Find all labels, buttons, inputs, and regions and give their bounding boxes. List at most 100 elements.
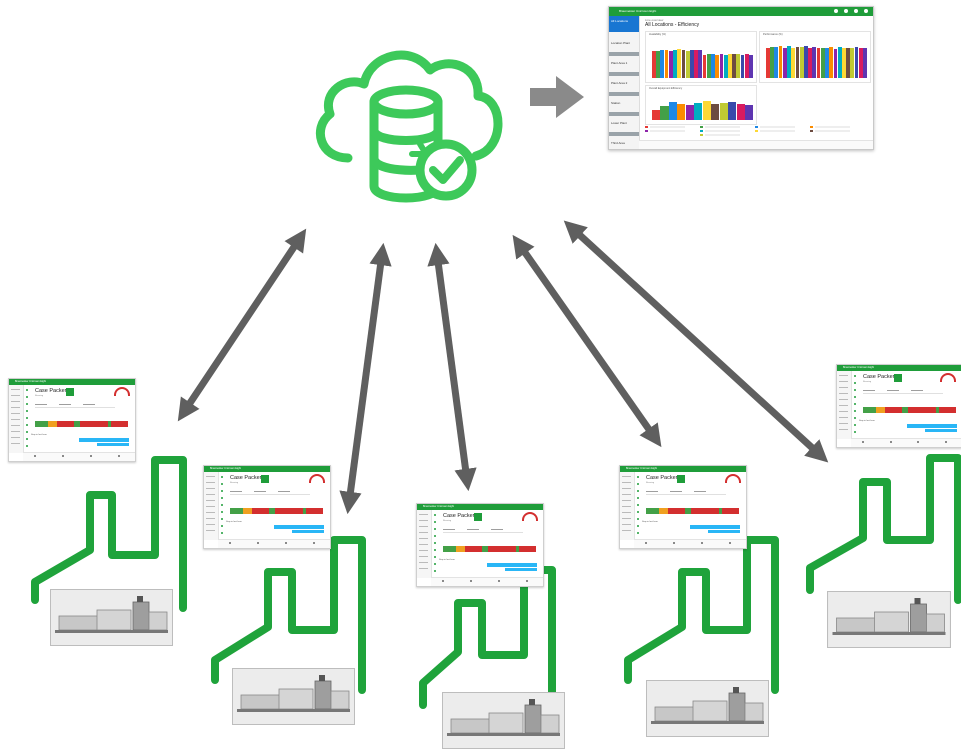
sidebar-line bbox=[839, 375, 848, 376]
sidebar-selected bbox=[609, 16, 639, 32]
sidebar-line bbox=[839, 405, 848, 406]
nav-icon bbox=[917, 441, 919, 443]
tab-line bbox=[491, 529, 503, 530]
factory-outline-5 bbox=[806, 454, 961, 604]
dashboard-header-title: Braumeister Unicrown Eight bbox=[619, 9, 657, 13]
machine-sidebar bbox=[204, 472, 219, 540]
dashboard-title: All Locations - Efficiency bbox=[645, 22, 700, 28]
chart-bar bbox=[766, 47, 770, 78]
section-label: Stop in last hour bbox=[439, 559, 455, 561]
sidebar-line bbox=[419, 550, 428, 551]
production-line-photo-5 bbox=[827, 591, 951, 648]
status-dot bbox=[637, 518, 639, 520]
chart-bar bbox=[677, 49, 682, 78]
status-dot bbox=[221, 532, 223, 534]
sidebar-item: Plant Area 2 bbox=[611, 81, 628, 85]
sidebar-line bbox=[622, 494, 631, 495]
nav-icon bbox=[944, 441, 947, 443]
chart-bar bbox=[664, 50, 669, 78]
status-segment bbox=[863, 407, 877, 413]
sidebar-line bbox=[622, 530, 631, 531]
section-label: Stop in last hour bbox=[859, 420, 875, 422]
status-dot bbox=[434, 563, 436, 565]
chart-bar bbox=[668, 101, 677, 120]
status-dot bbox=[637, 532, 639, 534]
machine-header-title: Braumeister Unicrown Eight bbox=[15, 380, 46, 383]
status-segment bbox=[487, 546, 516, 552]
sidebar-line bbox=[622, 518, 631, 519]
sidebar-line bbox=[206, 488, 215, 489]
machine-name: Case Packer 2 bbox=[35, 388, 72, 394]
sidebar-divider bbox=[609, 112, 639, 116]
chart-bar bbox=[863, 47, 867, 78]
chart-bar bbox=[673, 49, 677, 78]
gauge-icon bbox=[725, 474, 741, 483]
tab-line bbox=[694, 491, 706, 492]
machine-screen-5: Braumeister Unicrown Eight Case Packer 2… bbox=[836, 364, 961, 448]
sidebar-line bbox=[419, 526, 428, 527]
machine-screen-4: Braumeister Unicrown Eight Case Packer 2… bbox=[619, 465, 747, 549]
factory-outline-2 bbox=[211, 536, 366, 694]
sync-arrow-1 bbox=[177, 228, 307, 422]
status-dot bbox=[854, 396, 856, 398]
status-segment bbox=[48, 421, 58, 427]
chart-bar bbox=[652, 109, 661, 120]
status-segment bbox=[107, 421, 112, 427]
packaging-machine-icon bbox=[828, 592, 950, 647]
tab-line bbox=[646, 491, 658, 492]
nav-icon bbox=[229, 542, 232, 544]
status-segment bbox=[722, 508, 739, 514]
chart-bar bbox=[652, 51, 656, 78]
status-dot bbox=[637, 525, 639, 527]
sidebar-line bbox=[622, 524, 631, 525]
stop-bar bbox=[274, 525, 324, 529]
machine-sidebar bbox=[9, 385, 24, 453]
panel-label: Availability (%) bbox=[649, 33, 666, 36]
chart-bar bbox=[656, 50, 661, 78]
production-line-photo-4 bbox=[646, 680, 769, 737]
state-icon bbox=[894, 374, 902, 382]
status-segment bbox=[482, 546, 488, 552]
sidebar-line bbox=[206, 518, 215, 519]
machine-header-title: Braumeister Unicrown Eight bbox=[843, 366, 874, 369]
status-column bbox=[853, 371, 857, 439]
status-segment bbox=[456, 546, 466, 552]
status-segment bbox=[939, 407, 956, 413]
nav-icon bbox=[673, 542, 676, 544]
sidebar-line bbox=[839, 411, 848, 412]
status-dot bbox=[854, 410, 856, 412]
sidebar-item: Lower Plant bbox=[611, 121, 627, 125]
sidebar-line bbox=[11, 437, 20, 438]
chart-bar bbox=[812, 46, 817, 78]
chart-bar bbox=[795, 46, 800, 78]
machine-bottom-nav bbox=[634, 539, 746, 548]
sidebar-line bbox=[419, 514, 428, 515]
chart-bar bbox=[829, 47, 834, 78]
sidebar-line bbox=[11, 407, 20, 408]
chart-bar bbox=[825, 47, 829, 78]
status-timeline bbox=[230, 508, 323, 514]
status-segment bbox=[876, 407, 886, 413]
chart-bar bbox=[791, 47, 796, 78]
chart-bar bbox=[736, 104, 745, 120]
packaging-machine-icon bbox=[443, 693, 564, 748]
status-dot bbox=[854, 382, 856, 384]
status-dot bbox=[637, 483, 639, 485]
stop-bar bbox=[292, 530, 324, 533]
chart-bar bbox=[736, 54, 741, 78]
tab-line bbox=[887, 390, 899, 391]
status-segment bbox=[659, 508, 669, 514]
chart-bar bbox=[706, 54, 711, 78]
tab-line bbox=[254, 491, 266, 492]
sidebar-line bbox=[622, 500, 631, 501]
sidebar-line bbox=[839, 429, 848, 430]
status-dot bbox=[637, 497, 639, 499]
nav-icon bbox=[442, 580, 445, 582]
sidebar-line bbox=[11, 413, 20, 414]
status-segment bbox=[718, 508, 723, 514]
status-dot bbox=[26, 389, 28, 391]
chart-bar bbox=[850, 47, 855, 78]
machine-name: Case Packer 2 bbox=[230, 475, 267, 481]
